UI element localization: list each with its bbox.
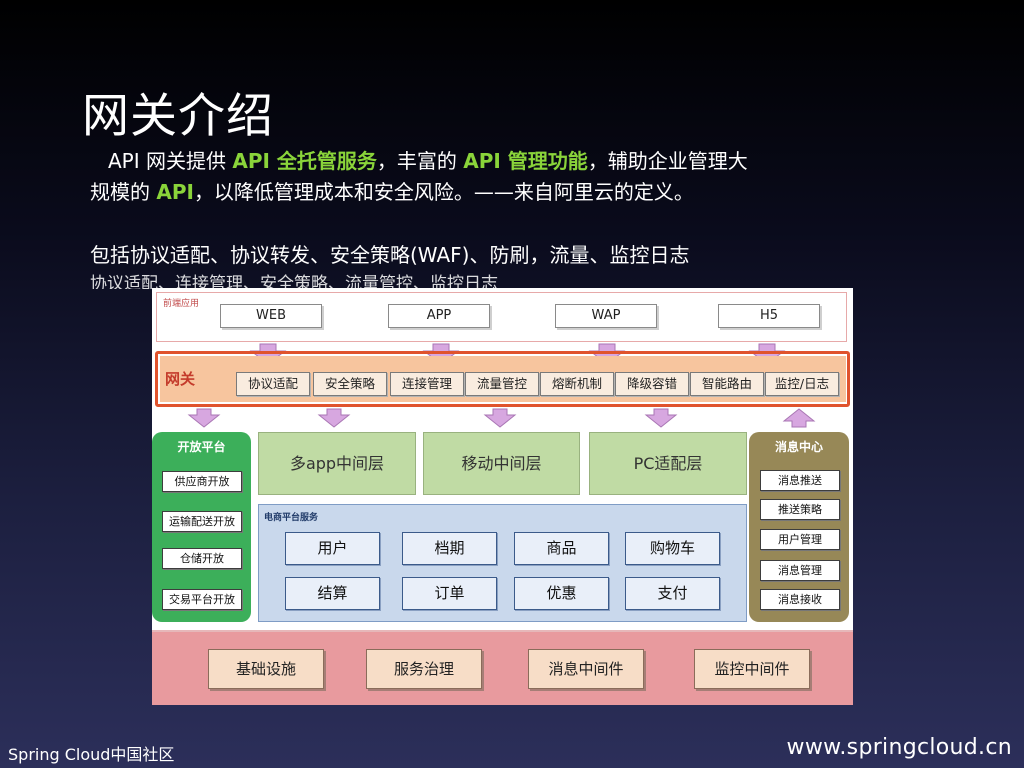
open-platform-item: 供应商开放 — [162, 471, 242, 492]
down-arrow-icon — [483, 408, 517, 428]
service-box: 商品 — [514, 532, 609, 565]
message-center-item: 用户管理 — [760, 529, 840, 550]
gateway-item: 熔断机制 — [540, 372, 614, 396]
intro-text: ，以降低管理成本和安全风险。——来自阿里云的定义。 — [193, 180, 694, 204]
middle-layer-pc: PC适配层 — [589, 432, 747, 495]
message-center-item: 消息接收 — [760, 589, 840, 610]
middle-layer-mobile: 移动中间层 — [423, 432, 580, 495]
infrastructure-item: 基础设施 — [208, 649, 324, 689]
gateway-item: 降级容错 — [615, 372, 689, 396]
intro-highlight: API — [156, 180, 194, 204]
service-box: 优惠 — [514, 577, 609, 610]
open-platform-item: 运输配送开放 — [162, 511, 242, 532]
overlapped-text: 协议适配、连接管理、安全策略、流量管控、监控日志 — [90, 274, 498, 289]
gateway-label: 网关 — [165, 370, 196, 388]
down-arrow-icon — [317, 408, 351, 428]
intro-text: ，丰富的 — [376, 149, 464, 173]
infrastructure-item: 监控中间件 — [694, 649, 810, 689]
intro-line-2: 规模的 API，以降低管理成本和安全风险。——来自阿里云的定义。 — [90, 177, 890, 208]
intro-line-1: API 网关提供 API 全托管服务，丰富的 API 管理功能，辅助企业管理大 — [90, 146, 890, 177]
middle-layer-multi-app: 多app中间层 — [258, 432, 416, 495]
message-center-item: 消息管理 — [760, 560, 840, 581]
service-box: 支付 — [625, 577, 720, 610]
app-app: APP — [388, 304, 490, 328]
app-web: WEB — [220, 304, 322, 328]
intro-text: API 网关提供 — [108, 149, 233, 173]
app-wap: WAP — [555, 304, 657, 328]
infrastructure-item: 服务治理 — [366, 649, 482, 689]
service-box: 档期 — [402, 532, 497, 565]
up-arrow-icon — [782, 408, 816, 428]
open-platform-item: 交易平台开放 — [162, 589, 242, 610]
service-box: 购物车 — [625, 532, 720, 565]
gateway-frame — [155, 351, 850, 407]
gateway-item: 安全策略 — [313, 372, 387, 396]
open-platform-title: 开放平台 — [177, 440, 226, 454]
open-platform-item: 仓储开放 — [162, 548, 242, 569]
intro-highlight: API 管理功能 — [463, 149, 588, 173]
down-arrow-icon — [187, 408, 221, 428]
gateway-item: 连接管理 — [390, 372, 464, 396]
intro-text: 规模的 — [90, 180, 157, 204]
infrastructure-item: 消息中间件 — [528, 649, 644, 689]
service-box: 用户 — [285, 532, 380, 565]
gateway-item: 监控/日志 — [765, 372, 839, 396]
message-center-title: 消息中心 — [774, 440, 823, 454]
service-box: 结算 — [285, 577, 380, 610]
message-center-item: 推送策略 — [760, 499, 840, 520]
gateway-item: 协议适配 — [236, 372, 310, 396]
gateway-item: 智能路由 — [690, 372, 764, 396]
slide-title: 网关介绍 — [82, 89, 274, 144]
intro-text: ，辅助企业管理大 — [587, 149, 748, 173]
footer-url: www.springcloud.cn — [786, 735, 1012, 760]
arrows-from-gateway — [187, 408, 816, 428]
gateway-architecture-diagram: 前端应用 WEB APP WAP H5 网关 协议适配 安全策略 连接管理 流量… — [152, 288, 853, 705]
service-box: 订单 — [402, 577, 497, 610]
intro-highlight: API 全托管服务 — [232, 149, 377, 173]
intro-paragraph: API 网关提供 API 全托管服务，丰富的 API 管理功能，辅助企业管理大 … — [90, 146, 890, 208]
down-arrow-icon — [644, 408, 678, 428]
app-h5: H5 — [718, 304, 820, 328]
front-apps-label: 前端应用 — [163, 299, 200, 309]
footer-brand: Spring Cloud中国社区 — [8, 745, 175, 764]
gateway-item: 流量管控 — [465, 372, 539, 396]
ecommerce-label: 电商平台服务 — [264, 513, 319, 523]
message-center-item: 消息推送 — [760, 470, 840, 491]
scope-text: 包括协议适配、协议转发、安全策略(WAF)、防刷，流量、监控日志 — [90, 243, 690, 267]
